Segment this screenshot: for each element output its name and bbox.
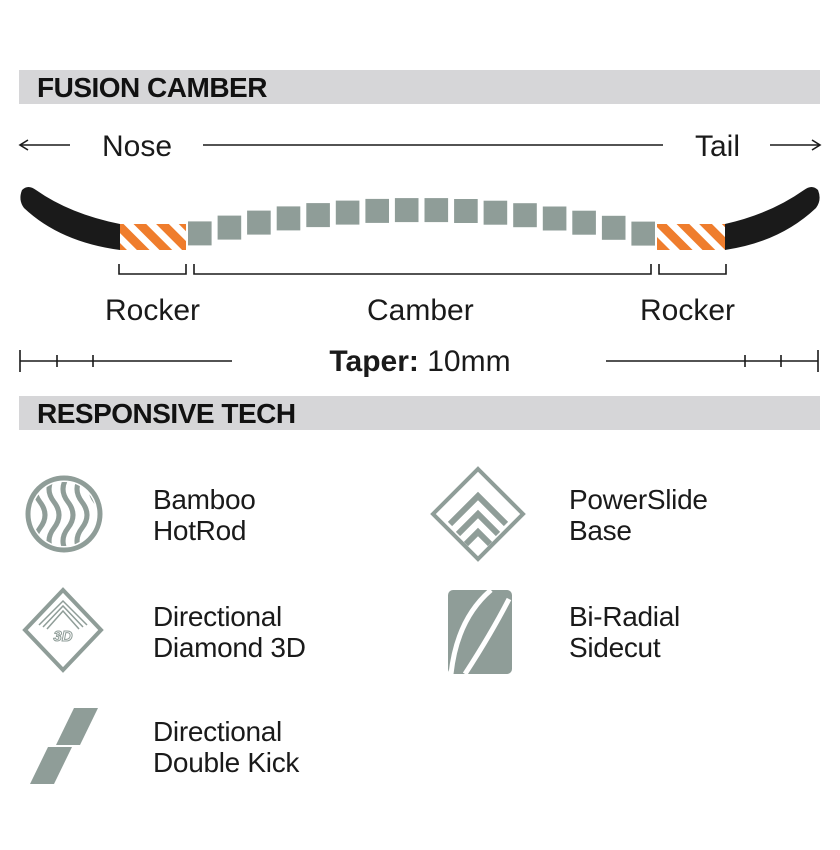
nose-arrow [18, 139, 70, 151]
tech-line2: Base [569, 515, 632, 546]
bi-radial-sidecut-icon [448, 589, 512, 675]
directional-double-kick-icon [30, 708, 98, 784]
camber-segment [394, 198, 419, 223]
taper-ruler-left [19, 350, 232, 372]
camber-segment [335, 200, 360, 225]
tech-bi-radial-sidecut: Bi-Radial Sidecut [569, 601, 680, 663]
taper-ruler-right [606, 350, 819, 372]
rocker-right-bracket [658, 264, 727, 275]
camber-bracket [193, 264, 652, 275]
taper-value: 10mm [427, 345, 511, 378]
tech-line2: HotRod [153, 515, 247, 546]
tech-line2: Diamond 3D [153, 632, 306, 663]
tech-line2: Sidecut [569, 632, 661, 663]
directional-diamond-3d-icon: 3D [22, 587, 104, 673]
tech-powerslide-base: PowerSlide Base [569, 484, 708, 546]
camber-segment [217, 215, 242, 240]
tail-label: Tail [695, 130, 741, 163]
camber-segment [365, 198, 389, 223]
badge-3d-text: 3D [53, 628, 72, 645]
section-title: FUSION CAMBER [37, 72, 267, 103]
tech-bamboo-hotrod: Bamboo HotRod [153, 484, 256, 546]
camber-segment [454, 199, 478, 223]
nose-label: Nose [102, 130, 173, 163]
tech-line1: Directional [153, 716, 282, 747]
section-header-responsive-tech: RESPONSIVE TECH [19, 396, 820, 430]
camber-profile-diagram [18, 139, 822, 372]
powerslide-base-icon [430, 466, 526, 562]
camber-segment [306, 203, 330, 228]
section-header-fusion-camber: FUSION CAMBER [19, 70, 820, 104]
camber-label: Camber [367, 294, 474, 327]
rocker-zone-right [657, 224, 725, 250]
bamboo-hotrod-icon [25, 475, 103, 553]
rocker-zone-left [120, 224, 186, 250]
tech-directional-diamond-3d: Directional Diamond 3D [153, 601, 306, 663]
tail-tip [725, 187, 820, 250]
tech-directional-double-kick: Directional Double Kick [153, 716, 299, 778]
camber-segment [424, 198, 449, 223]
camber-segment [483, 200, 508, 225]
rocker-right-label: Rocker [640, 294, 736, 327]
camber-segment [188, 221, 212, 246]
rocker-left-label: Rocker [105, 294, 201, 327]
camber-segment [513, 203, 537, 228]
camber-segment [276, 206, 301, 231]
tech-line2: Double Kick [153, 747, 300, 778]
camber-segment [601, 215, 626, 240]
tech-line1: PowerSlide [569, 484, 708, 515]
nose-tip [20, 187, 120, 250]
camber-zone [188, 198, 655, 246]
tech-line1: Bi-Radial [569, 601, 680, 632]
section-title: RESPONSIVE TECH [37, 398, 296, 429]
tail-arrow [770, 139, 822, 151]
taper-label: Taper: [329, 345, 419, 378]
tech-line1: Bamboo [153, 484, 256, 515]
camber-segment [247, 210, 271, 235]
rocker-left-bracket [118, 264, 187, 275]
taper-readout: Taper: 10mm [0, 345, 840, 379]
camber-segment [631, 221, 655, 246]
camber-segment [542, 206, 567, 231]
tech-line1: Directional [153, 601, 282, 632]
camber-segment [572, 210, 596, 235]
